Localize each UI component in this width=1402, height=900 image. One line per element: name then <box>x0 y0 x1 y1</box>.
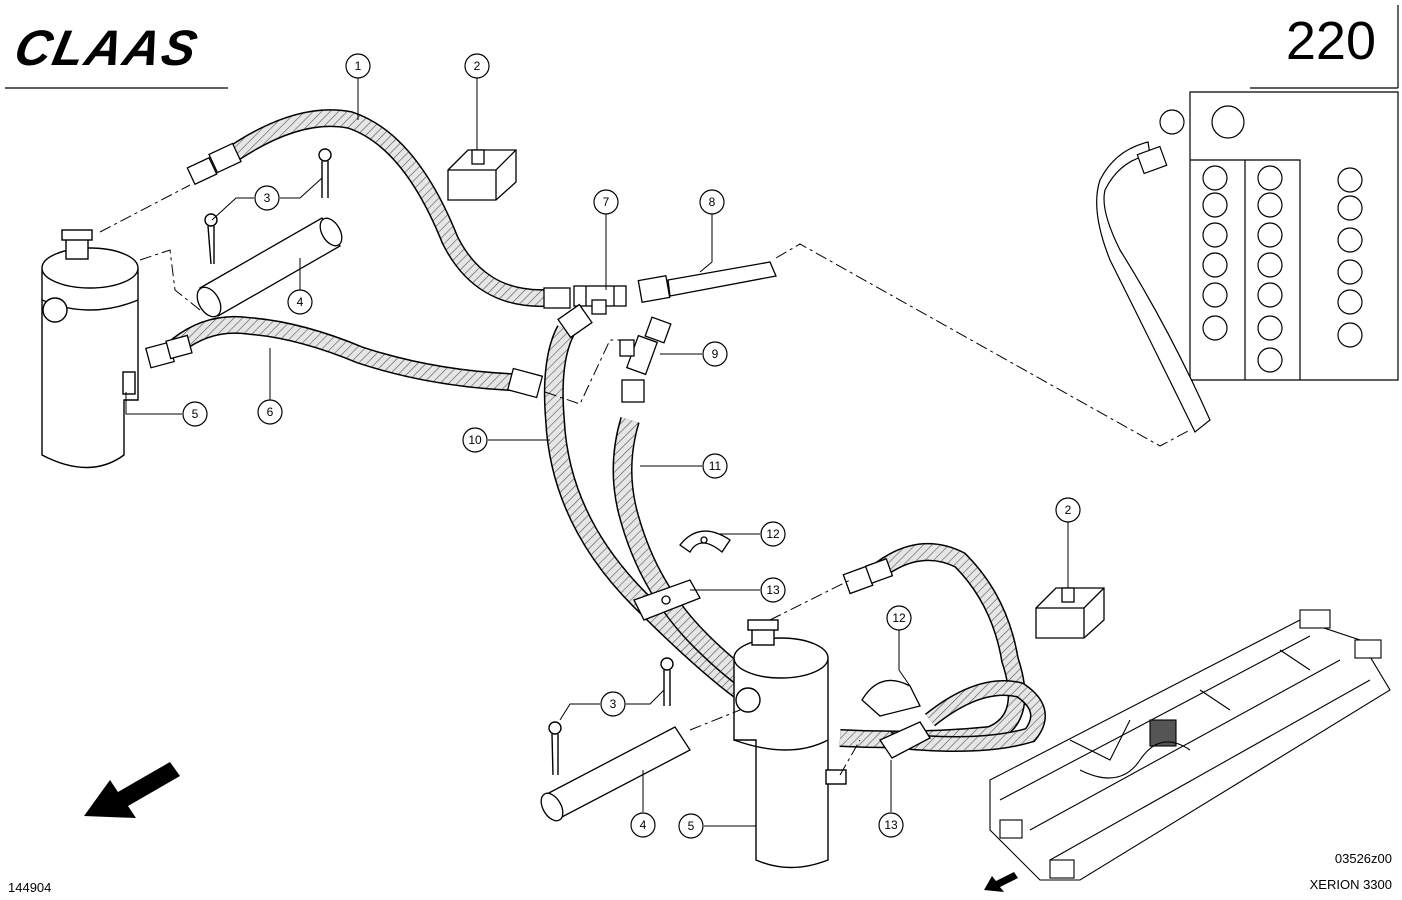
callout-label: 8 <box>709 195 716 209</box>
callout-8 <box>699 189 725 215</box>
clamp-13-lower <box>879 721 931 759</box>
callout-label: 6 <box>267 405 274 419</box>
callout-5-upper <box>182 401 208 427</box>
callout-label: 9 <box>712 347 719 361</box>
callout-label: 11 <box>709 459 722 473</box>
tee-fitting-9 <box>619 316 672 376</box>
callout-label: 3 <box>610 697 617 711</box>
callout-2-upper <box>464 53 490 79</box>
model-name: XERION 3300 <box>1309 877 1392 892</box>
document-code: 144904 <box>8 880 52 895</box>
valve-block <box>1096 91 1399 433</box>
hose-1 <box>186 109 571 309</box>
callout-9 <box>702 341 728 367</box>
callout-label: 7 <box>603 195 610 209</box>
hose-6 <box>145 315 544 399</box>
callout-13-lower <box>878 812 904 838</box>
callout-label: 5 <box>192 407 199 421</box>
callout-11 <box>702 453 728 479</box>
callout-label: 3 <box>264 191 271 205</box>
callout-12-upper <box>760 521 786 547</box>
callout-13-upper <box>760 577 786 603</box>
callout-5-lower <box>678 813 704 839</box>
callout-label: 4 <box>297 295 304 309</box>
callout-3-upper <box>254 185 280 211</box>
callout-label: 5 <box>688 819 695 833</box>
pin-upper <box>196 217 343 318</box>
direction-arrow-large <box>84 762 180 818</box>
pin-lower <box>540 726 691 822</box>
block-2-lower <box>1035 587 1105 639</box>
hose-10 <box>543 303 747 698</box>
accumulator-upper <box>41 229 139 469</box>
claas-logo: CLAAS <box>10 20 204 76</box>
callout-label: 12 <box>766 527 780 541</box>
callout-3-lower <box>600 691 626 717</box>
clamp-13-upper <box>633 579 701 621</box>
clamp-12-upper <box>679 530 731 553</box>
clamp-12-lower <box>861 679 921 717</box>
drawing-code: 03526z00 <box>1334 851 1392 866</box>
callout-label: 12 <box>892 611 906 625</box>
page-number: 220 <box>1285 11 1376 71</box>
callout-6 <box>257 399 283 425</box>
tee-fitting-7 <box>573 285 627 315</box>
cotter-pins-upper <box>204 148 332 265</box>
callout-4-lower <box>630 812 656 838</box>
header-frame <box>5 5 1399 89</box>
callout-labels: 1 2 3 4 5 6 7 8 9 10 11 12 13 2 12 3 4 5… <box>192 59 1072 833</box>
hose-lower <box>839 543 1046 752</box>
accumulator-lower <box>733 619 847 869</box>
callout-label: 13 <box>766 583 780 597</box>
callouts <box>182 53 1081 839</box>
connection-lines <box>99 184 1191 776</box>
chassis-frame <box>989 609 1391 881</box>
callout-1 <box>345 53 371 79</box>
callout-12-lower <box>886 605 912 631</box>
callout-label: 4 <box>640 818 647 832</box>
svg-text:CLAAS: CLAAS <box>10 20 204 76</box>
block-2-upper <box>447 149 517 201</box>
cotter-pins-lower <box>548 657 674 776</box>
pipe-8 <box>637 261 777 304</box>
callout-4-upper <box>287 289 313 315</box>
callout-label: 2 <box>474 59 481 73</box>
callout-label: 10 <box>468 433 482 447</box>
direction-arrow-small <box>984 872 1018 892</box>
callout-10 <box>462 427 488 453</box>
leader-lines <box>125 78 1069 827</box>
callout-label: 2 <box>1065 503 1072 517</box>
callout-label: 1 <box>355 59 362 73</box>
callout-7 <box>593 189 619 215</box>
hose-11 <box>612 379 766 699</box>
callout-label: 13 <box>884 818 898 832</box>
callout-2-lower <box>1055 497 1081 523</box>
